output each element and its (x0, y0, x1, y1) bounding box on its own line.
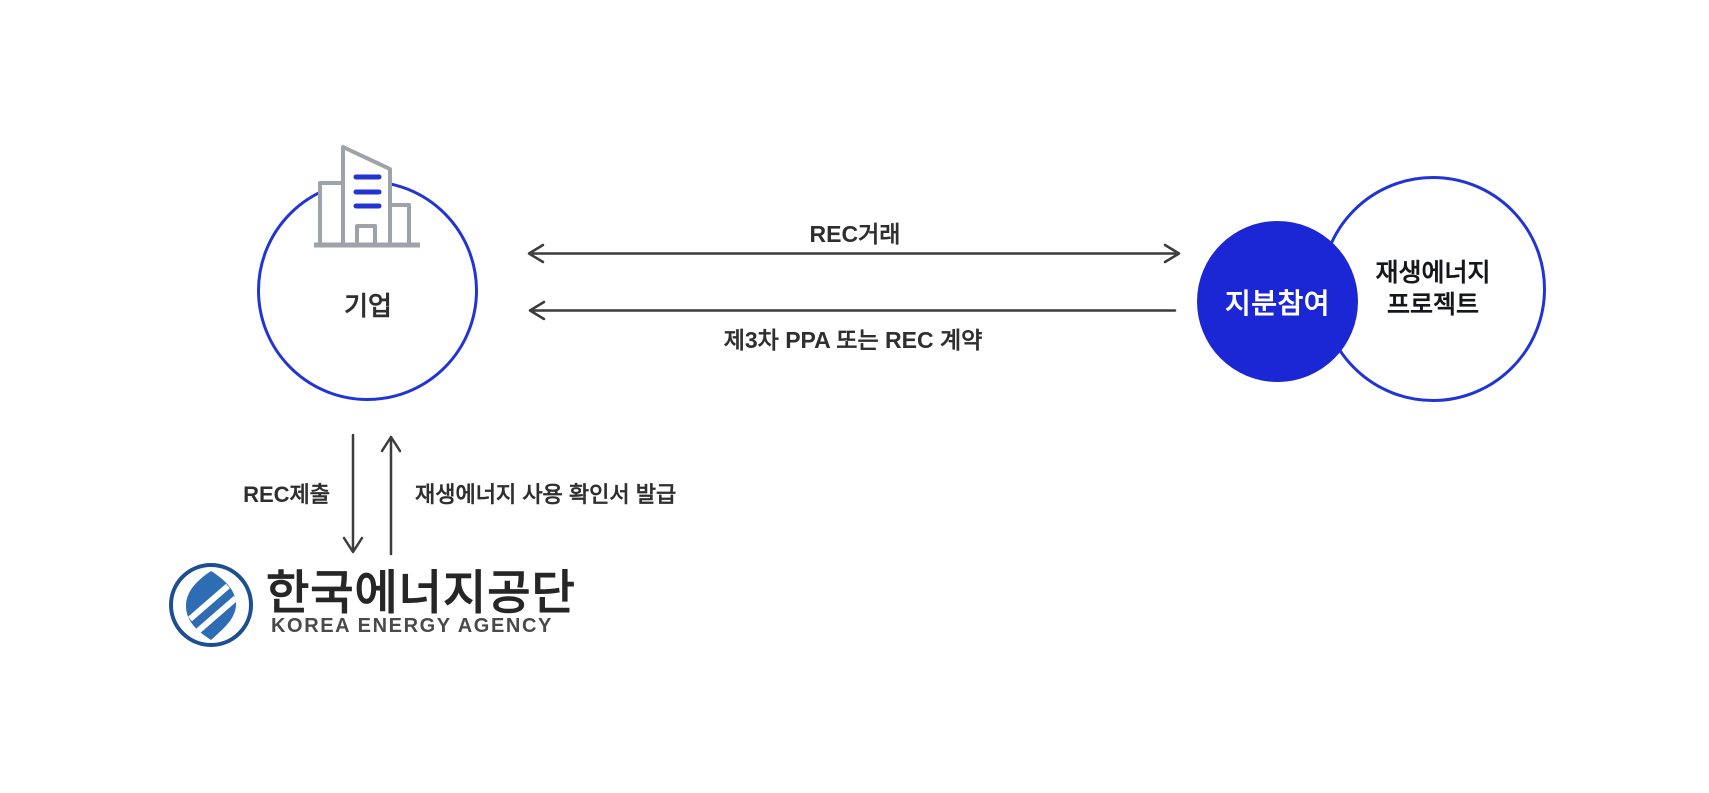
equity-node: 지분참여 (1197, 221, 1358, 382)
project-label-line2: 프로젝트 (1386, 291, 1479, 319)
agency-name-english: KOREA ENERGY AGENCY (271, 615, 553, 637)
confirmation-label: 재생에너지 사용 확인서 발급 (415, 482, 677, 507)
rec-submit-arrow (342, 433, 364, 554)
ppa-contract-arrow (528, 300, 1177, 321)
building-icon (314, 145, 420, 248)
equity-label: 지분참여 (1224, 287, 1331, 319)
rec-trade-label: REC거래 (809, 221, 901, 247)
ppa-contract-label: 제3차 PPA 또는 REC 계약 (723, 327, 983, 353)
rec-submit-label: REC제출 (243, 482, 330, 507)
project-label-line1: 재생에너지 (1375, 259, 1491, 287)
agency-name-korean: 한국에너지공단 (266, 566, 576, 619)
rec-trade-arrow (527, 243, 1181, 264)
company-label: 기업 (344, 291, 392, 321)
kea-drop-logo-icon (169, 563, 253, 647)
project-node: 재생에너지 프로젝트 (1320, 176, 1546, 402)
confirmation-arrow (380, 435, 402, 556)
